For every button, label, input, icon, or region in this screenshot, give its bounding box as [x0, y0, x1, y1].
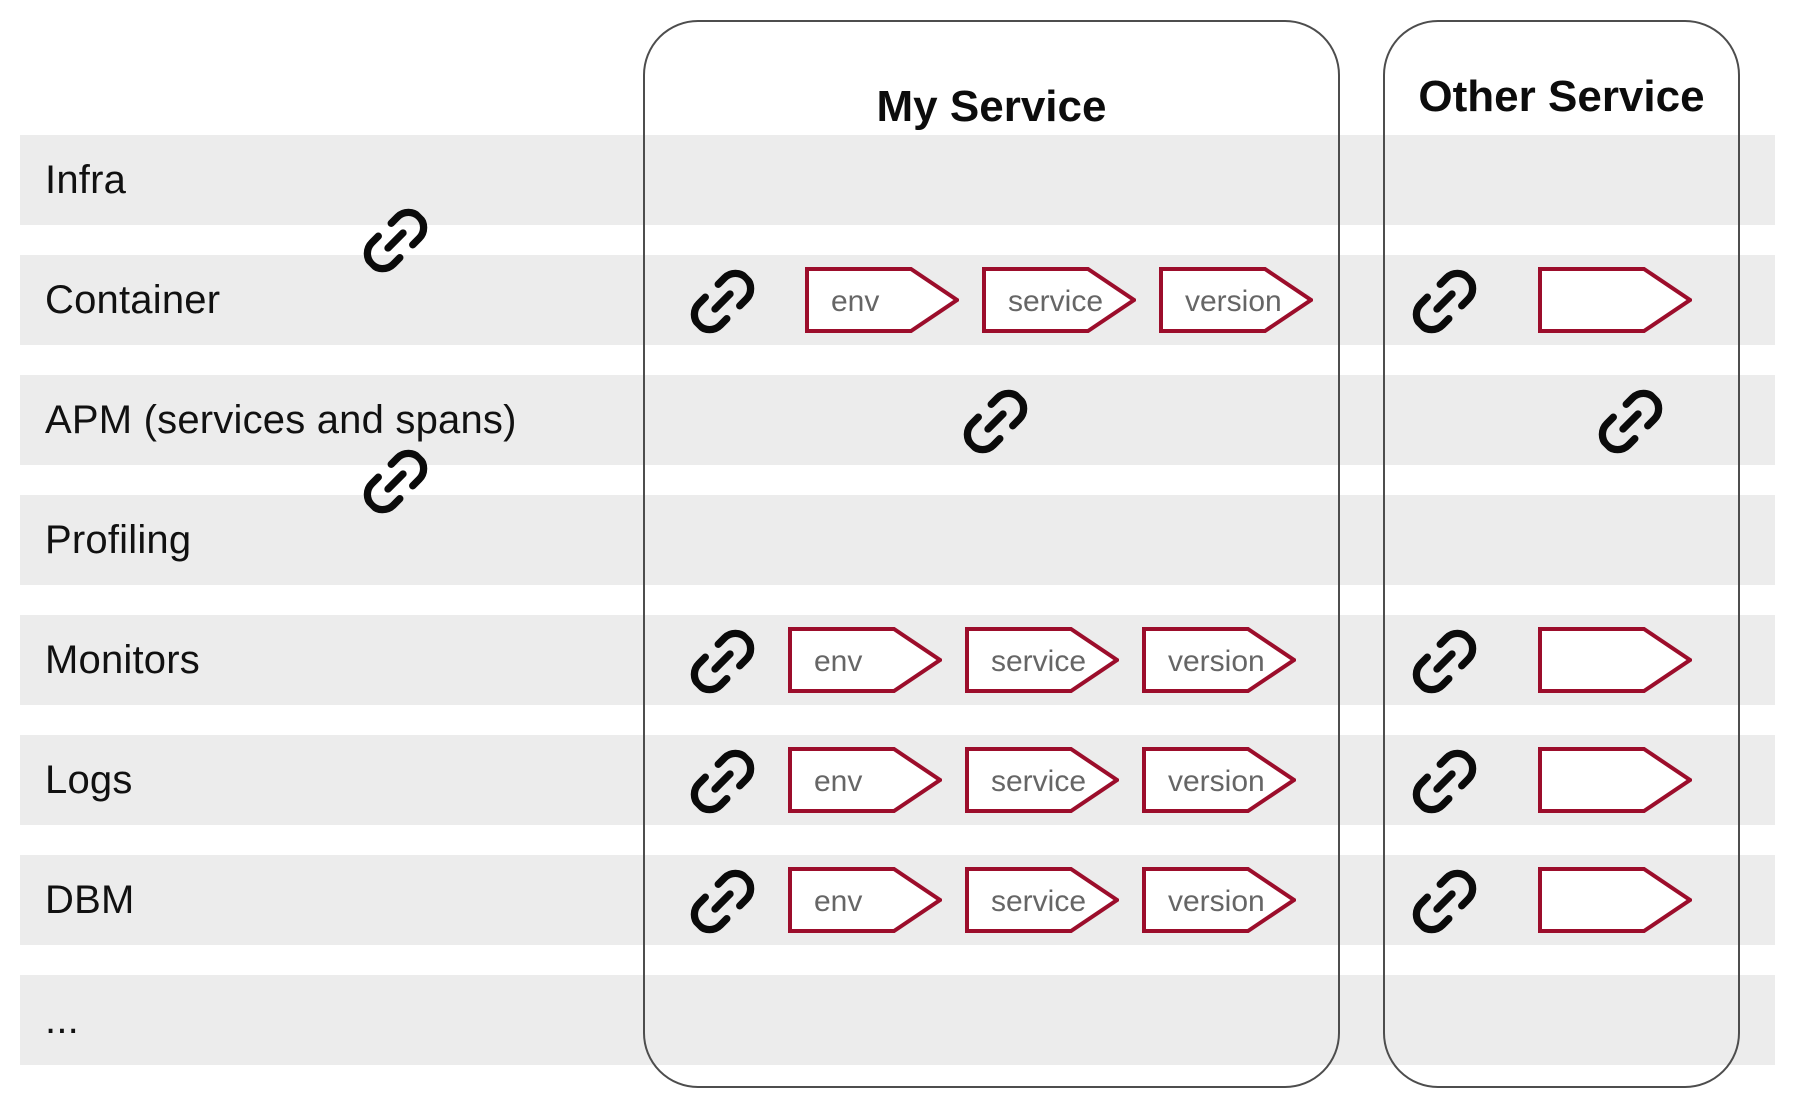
env-tag: env — [788, 627, 942, 693]
tag-label: env — [814, 645, 862, 678]
tag-label: version — [1185, 285, 1282, 318]
tag-label: version — [1168, 885, 1265, 918]
tag-label: service — [991, 885, 1086, 918]
row-more: ... — [20, 975, 1775, 1065]
link-icon — [359, 445, 432, 518]
version-tag: version — [1142, 747, 1296, 813]
empty-tag — [1538, 267, 1692, 333]
link-icon — [959, 385, 1032, 458]
env-tag: env — [805, 267, 959, 333]
tag-label: service — [991, 645, 1086, 678]
row-infra: Infra — [20, 135, 1775, 225]
row-label-infra: Infra — [45, 157, 127, 202]
service-tag: service — [965, 867, 1119, 933]
tag-label: service — [991, 765, 1086, 798]
version-tag: version — [1142, 867, 1296, 933]
env-tag: env — [788, 747, 942, 813]
tag-label: service — [1008, 285, 1103, 318]
other-service-box: Other Service — [1383, 20, 1740, 1088]
tag-label: env — [831, 285, 879, 318]
link-icon — [1408, 265, 1481, 338]
empty-tag — [1538, 747, 1692, 813]
row-label-profiling: Profiling — [45, 517, 192, 562]
env-tag: env — [788, 867, 942, 933]
my-service-box: My Service — [643, 20, 1340, 1088]
row-label-more: ... — [45, 997, 79, 1042]
service-tag: service — [965, 747, 1119, 813]
link-icon — [686, 265, 759, 338]
my-service-title: My Service — [876, 82, 1107, 131]
other-service-title: Other Service — [1418, 72, 1705, 121]
service-tag: service — [965, 627, 1119, 693]
link-icon — [686, 625, 759, 698]
link-icon — [359, 204, 432, 277]
row-profiling: Profiling — [20, 495, 1775, 585]
service-tag: service — [982, 267, 1136, 333]
link-icon — [1594, 385, 1667, 458]
link-icon — [686, 865, 759, 938]
version-tag: version — [1159, 267, 1313, 333]
empty-tag — [1538, 867, 1692, 933]
row-label-apm: APM (services and spans) — [45, 397, 517, 442]
version-tag: version — [1142, 627, 1296, 693]
tag-label: env — [814, 765, 862, 798]
tag-label: env — [814, 885, 862, 918]
row-apm: APM (services and spans) — [20, 375, 1775, 465]
empty-tag — [1538, 627, 1692, 693]
link-icon — [1408, 865, 1481, 938]
row-label-logs: Logs — [45, 757, 133, 802]
row-label-dbm: DBM — [45, 877, 135, 922]
row-label-container: Container — [45, 277, 221, 322]
row-label-monitors: Monitors — [45, 637, 200, 682]
tag-label: version — [1168, 765, 1265, 798]
tag-label: version — [1168, 645, 1265, 678]
link-icon — [1408, 745, 1481, 818]
link-icon — [1408, 625, 1481, 698]
link-icon — [686, 745, 759, 818]
